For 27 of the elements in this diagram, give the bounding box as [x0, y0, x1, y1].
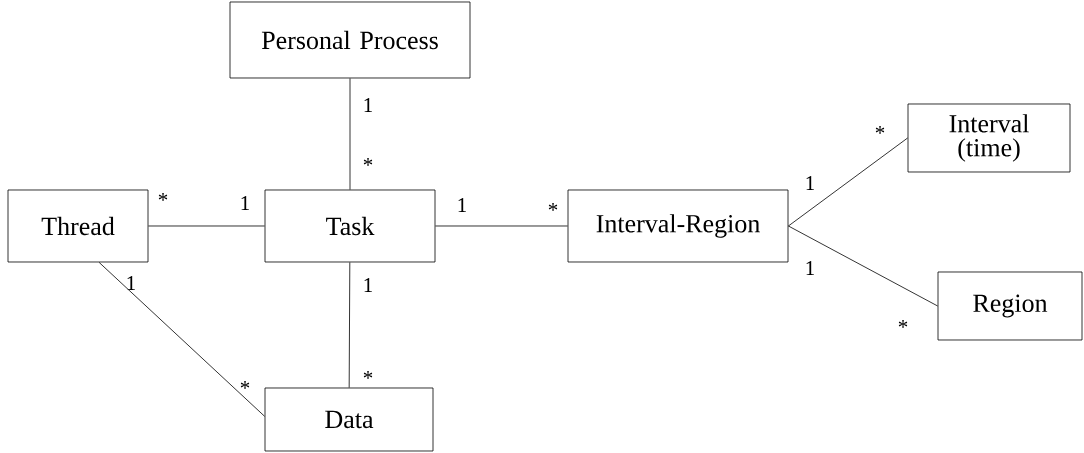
class-box: Region: [937, 271, 1083, 341]
multiplicity-label: 1: [364, 98, 372, 112]
multiplicity-label: 1: [806, 261, 814, 275]
multiplicity-label: *: [548, 203, 558, 211]
multiplicity-label: 1: [806, 176, 814, 190]
class-box: Data: [264, 387, 434, 452]
class-box: Interval (time): [907, 103, 1071, 173]
association-line: [98, 262, 265, 417]
multiplicity-label: 1: [364, 278, 372, 292]
class-box: Interval-Region: [567, 189, 789, 263]
multiplicity-label: 1: [127, 276, 135, 290]
association-line: [435, 225, 568, 227]
multiplicity-label: *: [240, 381, 250, 389]
class-box: Personal Process: [229, 1, 471, 79]
multiplicity-label: *: [875, 126, 885, 134]
association-line: [788, 137, 908, 227]
multiplicity-label: *: [898, 320, 908, 328]
multiplicity-label: *: [363, 158, 373, 166]
multiplicity-label: 1: [458, 198, 466, 212]
multiplicity-label: *: [363, 371, 373, 379]
multiplicity-label: 1: [241, 196, 249, 210]
association-line: [788, 225, 938, 307]
class-box: Task: [264, 189, 436, 263]
class-box: Thread: [7, 189, 149, 263]
association-line: [349, 78, 351, 190]
association-line: [348, 262, 351, 388]
association-line: [148, 225, 265, 227]
